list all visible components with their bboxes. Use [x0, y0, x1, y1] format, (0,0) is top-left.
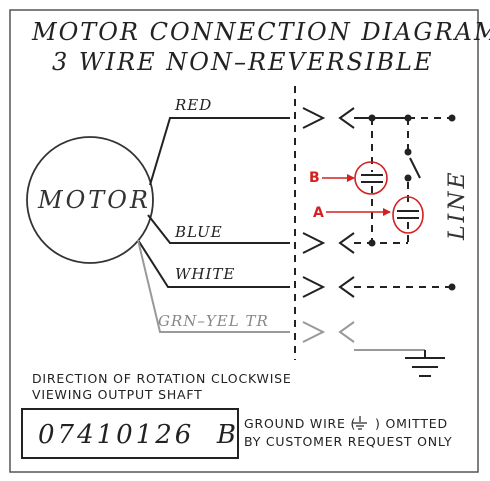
motor-circle — [26, 136, 154, 264]
wire-label-blue: BLUE — [174, 223, 223, 241]
switch-contact-top — [404, 148, 412, 156]
connector-red-male — [302, 107, 326, 129]
capacitor-arrowhead-b — [347, 174, 355, 182]
title-line-2: 3 WIRE NON–REVERSIBLE — [52, 48, 433, 76]
ground-note-line-1-end: ) OMITTED — [375, 416, 448, 431]
wire-blue — [147, 214, 290, 244]
line-terminal-top — [448, 114, 456, 122]
switch-blade — [409, 157, 421, 179]
connector-white-female — [338, 276, 355, 298]
connector-white-male — [302, 276, 326, 298]
wire-label-white: WHITE — [175, 265, 235, 283]
rotation-note-line-1: DIRECTION OF ROTATION CLOCKWISE — [32, 371, 292, 386]
capacitor-label-a: A — [313, 205, 324, 221]
ground-symbol-icon — [353, 416, 367, 430]
wire-ground — [137, 239, 290, 333]
line-label: LINE — [445, 169, 470, 241]
connector-ground-male — [302, 321, 326, 343]
capacitor-highlight-a — [392, 196, 424, 234]
wire-label-ground: GRN–YEL TR — [158, 312, 269, 330]
switch-contact-bottom — [404, 174, 412, 182]
wire-white — [137, 239, 290, 288]
ground-note-line-2: BY CUSTOMER REQUEST ONLY — [244, 434, 452, 449]
capacitor-arrowhead-a — [383, 208, 391, 216]
title-line-1: MOTOR CONNECTION DIAGRAM — [31, 18, 490, 46]
part-number-box — [21, 408, 239, 459]
connector-blue-female — [338, 232, 355, 254]
connector-ground-female — [338, 321, 355, 343]
ground-note-line-1-start: GROUND WIRE ( — [244, 416, 356, 431]
part-number: 07410126 B — [38, 420, 239, 450]
capacitor-highlight-b — [354, 161, 388, 195]
wire-label-red: RED — [174, 96, 212, 114]
diagram-frame — [9, 9, 479, 473]
wire-red — [149, 117, 290, 186]
line-terminal-bottom — [448, 283, 456, 291]
connector-blue-male — [302, 232, 326, 254]
connector-red-female — [338, 107, 355, 129]
rotation-note-line-2: VIEWING OUTPUT SHAFT — [32, 387, 203, 402]
motor-label: MOTOR — [37, 186, 151, 214]
capacitor-label-b: B — [309, 170, 320, 186]
